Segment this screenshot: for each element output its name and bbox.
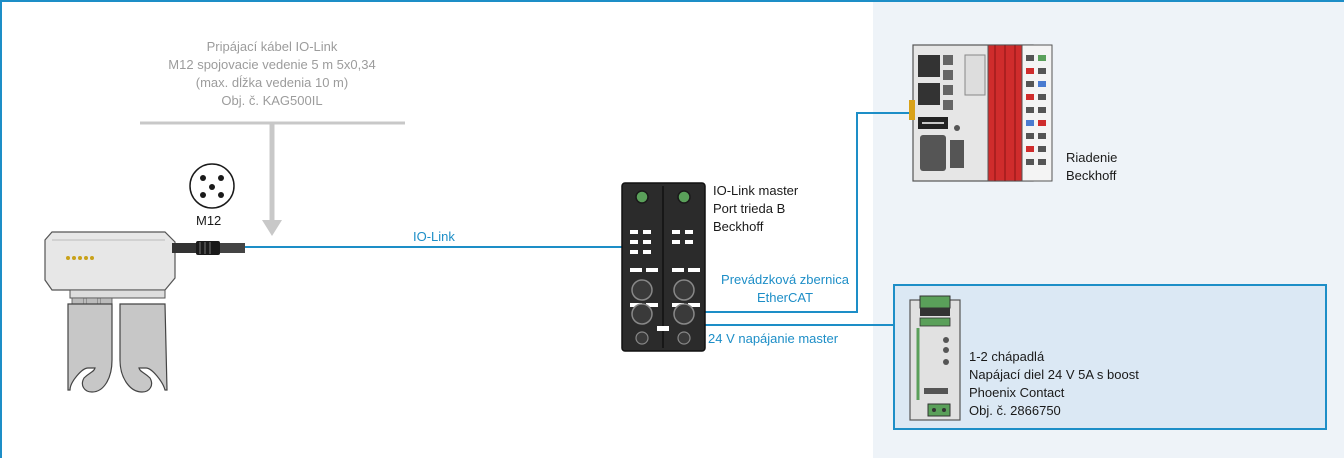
cable-pointer-arrow	[140, 121, 405, 236]
master-description: IO-Link master Port trieda B Beckhoff	[713, 182, 798, 236]
bus-line-1: Prevádzková zbernica	[721, 272, 849, 287]
cable-plug-icon	[172, 241, 245, 255]
controller-line-1: Riadenie	[1066, 150, 1118, 165]
connector-label: M12	[196, 213, 222, 228]
ethercat-line	[705, 112, 913, 313]
connection-lines	[245, 112, 913, 326]
power-supply-box	[893, 284, 1327, 430]
psu-line-4: Obj. č. 2866750	[969, 403, 1061, 418]
cable-line-4: Obj. č. KAG500IL	[221, 93, 323, 108]
master-line-1: IO-Link master	[713, 183, 799, 198]
controller-line-2: Beckhoff	[1066, 168, 1117, 183]
cable-line-1: Pripájací kábel IO-Link	[206, 39, 338, 54]
cable-description: Pripájací kábel IO-Link M12 spojovacie v…	[120, 38, 424, 110]
bus-label: Prevádzková zbernica EtherCAT	[708, 271, 862, 307]
master-line-2: Port trieda B	[713, 201, 786, 216]
gripper-icon	[44, 231, 176, 393]
psu-description: 1-2 chápadlá Napájací diel 24 V 5A s boo…	[969, 348, 1139, 420]
master-line-3: Beckhoff	[713, 219, 764, 234]
psu-line-1: 1-2 chápadlá	[969, 349, 1045, 364]
iolink-master-module-icon	[621, 182, 706, 352]
power-supply-icon	[909, 295, 961, 421]
iolink-label: IO-Link	[413, 229, 455, 244]
power-label: 24 V napájanie master	[708, 331, 839, 346]
beckhoff-controller-icon	[909, 44, 1053, 182]
bus-line-2: EtherCAT	[756, 290, 814, 305]
cable-line-3: (max. dĺžka vedenia 10 m)	[195, 75, 349, 90]
controller-description: Riadenie Beckhoff	[1066, 149, 1117, 185]
psu-line-3: Phoenix Contact	[969, 385, 1065, 400]
m12-connector-icon	[189, 163, 235, 209]
psu-line-2: Napájací diel 24 V 5A s boost	[969, 367, 1139, 382]
cable-line-2: M12 spojovacie vedenie 5 m 5x0,34	[168, 57, 376, 72]
